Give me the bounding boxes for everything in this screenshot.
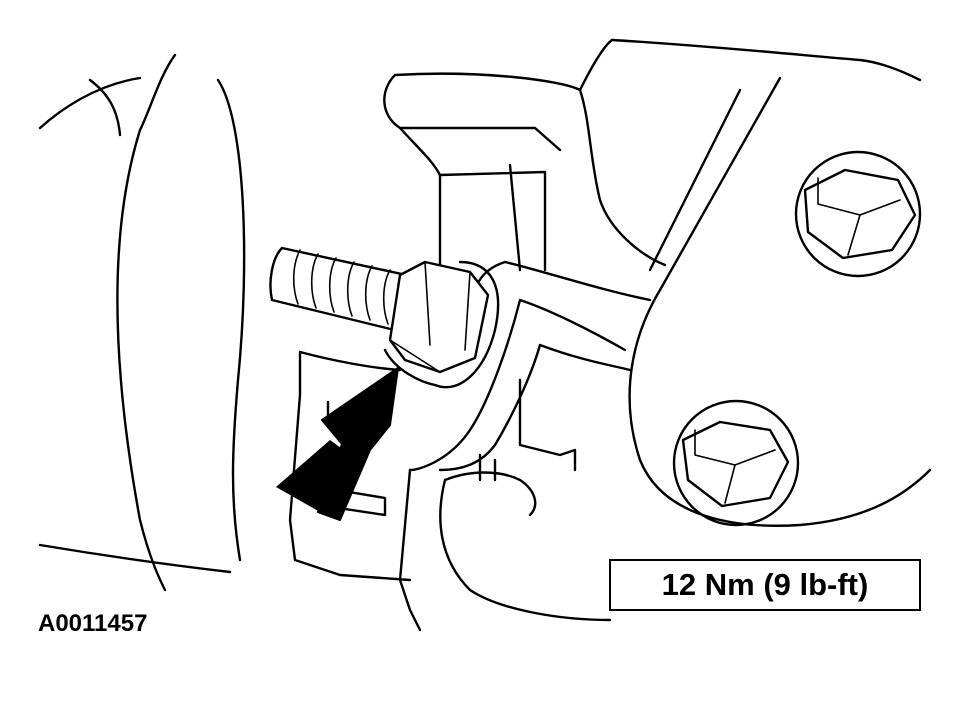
bracket-upper — [383, 73, 562, 282]
nut-washer — [383, 260, 500, 389]
lower-bolt-face — [694, 429, 776, 504]
lower-bracket — [288, 350, 422, 632]
upper-bolt-washer — [794, 150, 922, 278]
lower-curve — [439, 471, 612, 622]
housing-outline — [38, 53, 232, 592]
stud-thread-lines — [292, 249, 409, 329]
lower-bolt-washer — [672, 399, 800, 527]
bracket-upper-right — [393, 38, 667, 267]
pointer-arrow-head — [276, 440, 360, 512]
upper-bolt-hex — [803, 168, 917, 260]
torque-spec-label: 12 Nm (9 lb-ft) — [609, 559, 921, 611]
nut-face-lines — [389, 261, 471, 373]
housing-inner-edge — [216, 78, 246, 562]
figure-id: A0011457 — [38, 610, 148, 637]
mounting-plate — [610, 38, 932, 527]
nut — [388, 260, 490, 374]
upper-bolt-face — [817, 177, 901, 256]
